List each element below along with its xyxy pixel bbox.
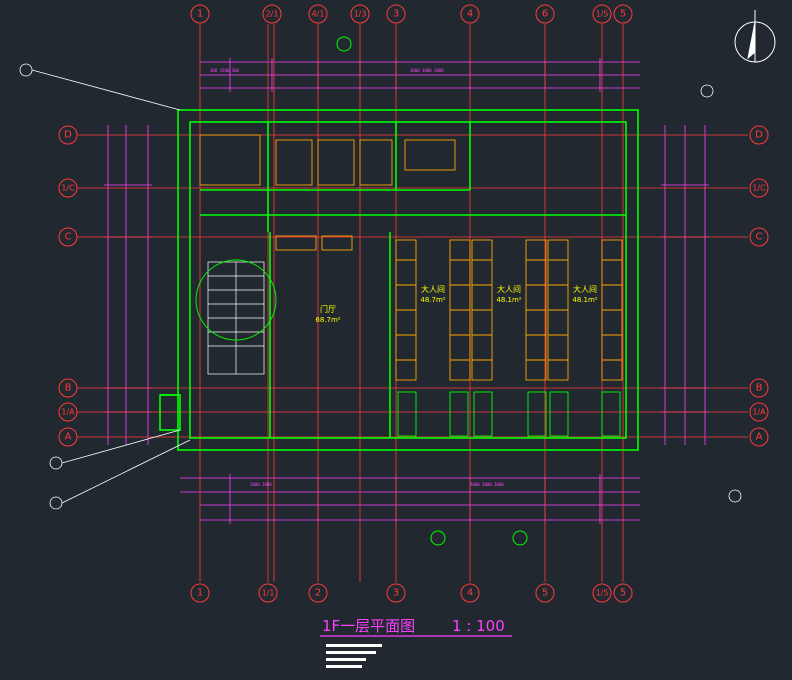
axis-label-left: C: [65, 232, 72, 243]
drawing-title: 1F一层平面图: [322, 617, 415, 635]
section-markers: [336, 36, 528, 546]
axis-label-left: 1/A: [61, 408, 75, 417]
axis-label-bottom: 1: [197, 588, 203, 599]
svg-text:3000 3000 3000: 3000 3000 3000: [410, 68, 444, 73]
axis-label-bottom: 3: [393, 588, 399, 599]
axis-label-right: A: [756, 432, 763, 443]
axis-label-bottom: 1/5: [596, 589, 609, 598]
svg-text:300 1500 300: 300 1500 300: [210, 68, 239, 73]
axis-label-top: 1: [197, 9, 203, 20]
room-area: 48.1m²: [496, 296, 521, 304]
axis-label-right: B: [756, 383, 763, 394]
title-notes: [326, 644, 382, 668]
wardrobes: [397, 391, 621, 437]
axis-label-bottom: 5: [620, 588, 626, 599]
axis-label-bottom: 4: [467, 588, 473, 599]
axis-label-left: B: [65, 383, 72, 394]
outer-walls: [159, 109, 639, 451]
north-arrow-icon: [734, 10, 776, 63]
axis-label-top: 4/1: [312, 10, 325, 19]
axis-label-top: 4: [467, 9, 473, 20]
staircase: [207, 261, 265, 375]
axis-bubbles-left: [58, 125, 78, 447]
axis-bubbles-top: [190, 4, 633, 24]
axis-label-top: 2/1: [266, 10, 279, 19]
door-swing-arc: [195, 259, 277, 341]
axis-label-top: 3: [393, 9, 399, 20]
annotation-bubbles: [19, 63, 742, 510]
axis-label-right: 1/C: [752, 184, 766, 193]
axis-label-bottom: 2: [315, 588, 321, 599]
axis-bubbles-right: [749, 125, 769, 447]
axis-label-top: 6: [542, 9, 548, 20]
room-label: 大人间: [421, 284, 445, 294]
axis-label-left: D: [64, 130, 72, 141]
axis-label-right: 1/A: [752, 408, 766, 417]
axis-label-top: 5: [620, 9, 626, 20]
drawing-scale: 1 : 100: [452, 617, 505, 635]
axis-label-top: 1/3: [354, 10, 367, 19]
dimension-labels: 300 1500 300 3000 3000 3000 1800 1800 30…: [210, 68, 504, 487]
axis-grid: [76, 24, 748, 582]
room-label: 大人间: [497, 284, 521, 294]
axis-label-left: 1/C: [61, 184, 75, 193]
svg-text:1800 1800: 1800 1800: [250, 482, 272, 487]
axis-label-top: 1/5: [596, 10, 609, 19]
dimension-ticks: [104, 58, 709, 524]
room-label: 大人间: [573, 284, 597, 294]
room-area: 48.7m²: [420, 296, 445, 304]
dimension-lines: [107, 61, 706, 521]
room-area: 48.1m²: [572, 296, 597, 304]
axis-label-bottom: 5: [542, 588, 548, 599]
svg-text:3000 3000 3000: 3000 3000 3000: [470, 482, 504, 487]
axis-label-left: A: [65, 432, 72, 443]
room-label: 门厅: [320, 304, 336, 314]
room-area: 68.7m²: [315, 316, 340, 324]
axis-label-right: D: [755, 130, 763, 141]
dorm-beds: [199, 134, 623, 381]
axis-label-bottom: 1/1: [262, 589, 275, 598]
axis-bubbles-bottom: [190, 583, 633, 603]
axis-label-right: C: [756, 232, 763, 243]
